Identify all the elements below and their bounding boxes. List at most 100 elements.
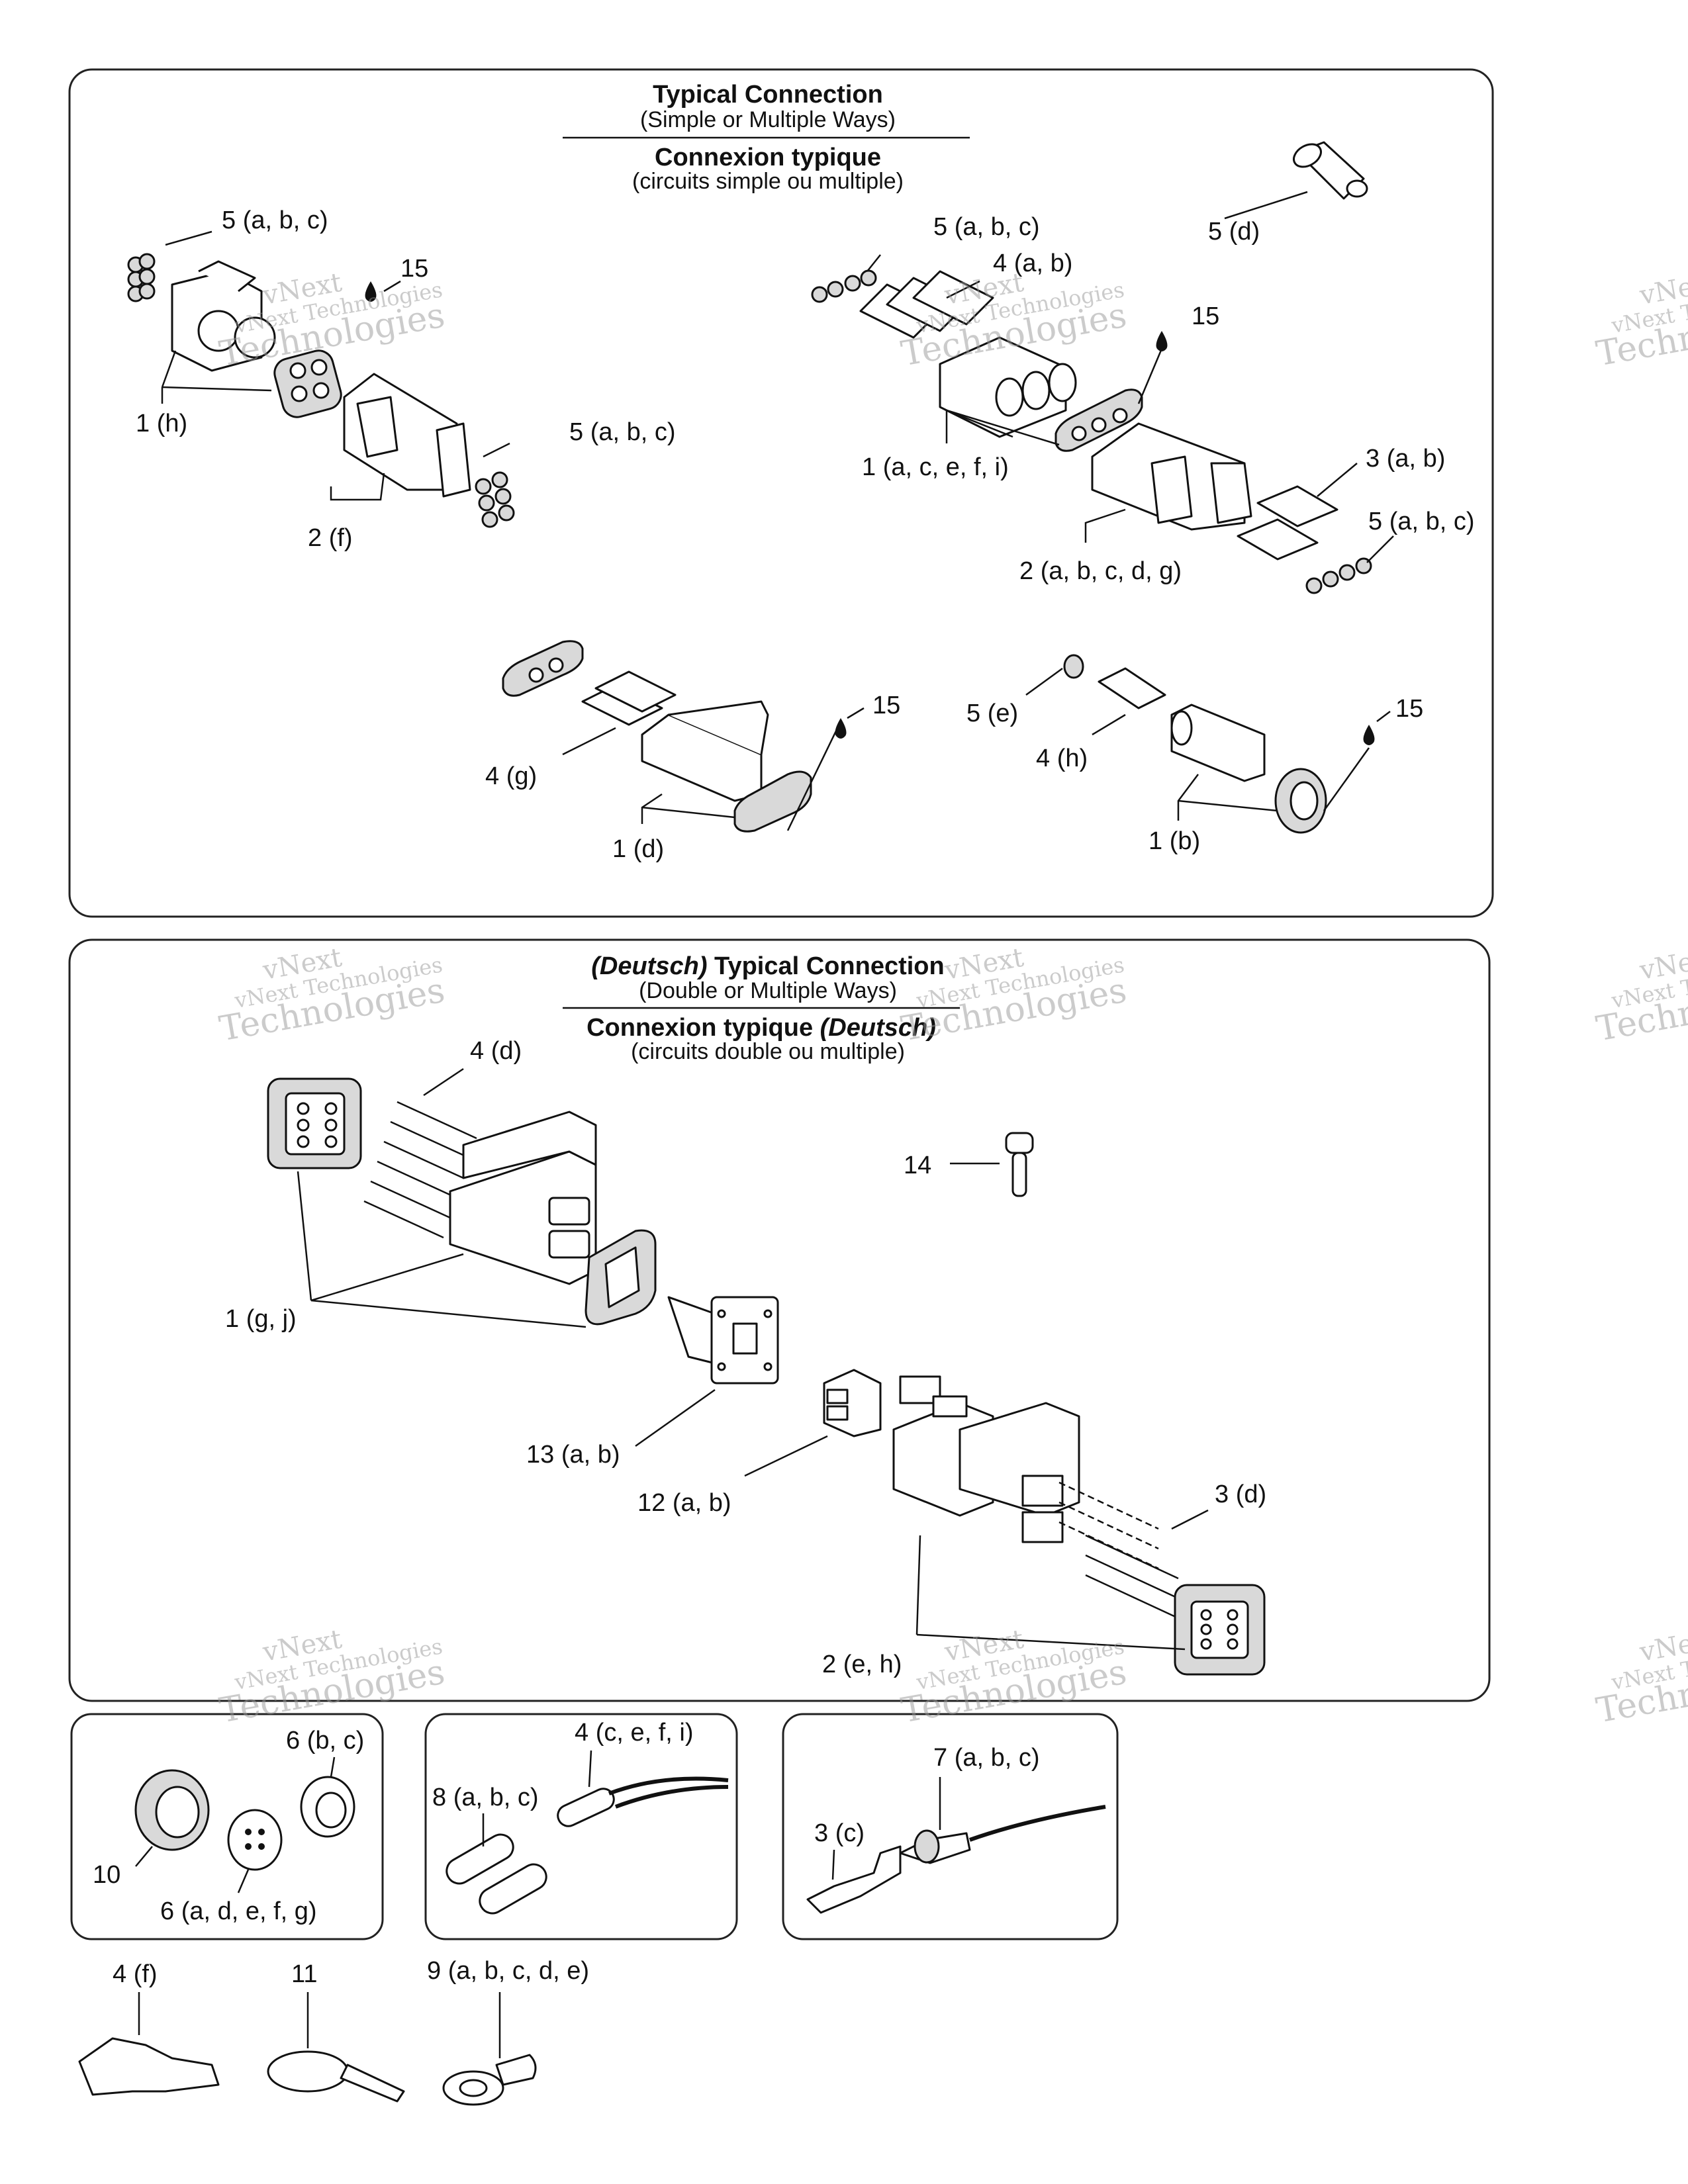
leader-line [831, 1849, 835, 1880]
seal-grommet-4g [502, 640, 584, 697]
connector-6bc [300, 1776, 355, 1838]
seal-cluster-top-left [127, 253, 156, 302]
wedge-lock-12ab [823, 1369, 882, 1437]
callout-label: 9 (a, b, c, d, e) [427, 1957, 589, 1985]
panel-4-8 [424, 1713, 738, 1940]
terminal-4cefi [557, 1776, 729, 1827]
callout-label: 5 (a, b, c) [222, 206, 328, 234]
leader-line [135, 1846, 153, 1867]
seal-grommet-1h [273, 349, 342, 418]
callout-label: 15 [1395, 695, 1423, 723]
terminal-4f [78, 2037, 220, 2096]
callout-label: 5 (e) [966, 700, 1018, 727]
leader-lines-panel-2 [297, 1068, 1209, 1651]
ring-terminal-9abcde [442, 2054, 537, 2106]
callout-label: 6 (a, d, e, f, g) [160, 1897, 317, 1925]
callout-label: 1 (d) [612, 835, 664, 863]
callout-label: 2 (a, b, c, d, g) [1019, 557, 1182, 585]
callout-label: 1 (h) [136, 410, 187, 437]
connector-housing-1d [641, 700, 769, 802]
deutsch-title: (Deutsch) Typical Connection [591, 952, 944, 980]
callout-label: 11 [291, 1960, 317, 1988]
callout-label: 5 (a, b, c) [569, 418, 676, 446]
typical-subtitle: (Simple or Multiple Ways) [640, 107, 896, 132]
callout-label: 3 (c) [814, 1819, 865, 1847]
typical-connection-panel [68, 68, 1494, 918]
leader-lines-panel-1 [161, 191, 1394, 831]
seal-grommet-1d [733, 770, 812, 833]
grease-drop-icon [835, 718, 847, 739]
callouts-panel-1: 5 (a, b, c) 15 1 (h) 5 (a, b, c) 2 (f) 5… [136, 206, 1475, 863]
pin-contacts-4d [363, 1101, 477, 1239]
callout-label: 2 (e, h) [822, 1651, 902, 1678]
callout-label: 4 (g) [485, 762, 537, 790]
cap-nut-10 [134, 1769, 210, 1851]
seal-grommet-1acefi [1055, 388, 1143, 452]
face-seal-1gj [585, 1229, 657, 1326]
socket-contacts-3d [1058, 1481, 1179, 1619]
typical-subtitle-fr: (circuits simple ou multiple) [632, 169, 904, 194]
callout-label: 13 (a, b) [526, 1441, 620, 1469]
terminals-4ab [859, 270, 994, 339]
callout-label: 4 (f) [113, 1960, 158, 1988]
callout-label: 1 (b) [1149, 827, 1200, 855]
cable-tie-11 [267, 2050, 405, 2103]
deutsch-subtitle: (Double or Multiple Ways) [639, 978, 897, 1003]
watermark: vNext vNext Technologies Technologies [898, 1624, 1129, 1731]
leader-line [588, 1750, 592, 1788]
callout-label: 3 (a, b) [1366, 445, 1445, 473]
rear-seal-2eh [1174, 1584, 1266, 1676]
grease-drop-icon [1363, 725, 1375, 745]
typical-connection-heading: Typical Connection (Simple or Multiple W… [563, 81, 970, 194]
sensor-7abc [899, 1805, 1106, 1864]
plug-housing-2eh [892, 1375, 1080, 1543]
callouts-panel-2: 4 (d) 14 1 (g, j) 13 (a, b) 12 (a, b) 3 … [225, 1037, 1266, 1678]
callout-label: 2 (f) [308, 524, 353, 552]
receptacle-housing-1gj [449, 1111, 597, 1285]
callout-label: 5 (d) [1208, 218, 1260, 246]
terminals-4g [581, 670, 677, 726]
callout-label: 5 (a, b, c) [1368, 508, 1475, 535]
callout-label: 5 (a, b, c) [933, 213, 1040, 241]
callout-label: 6 (b, c) [286, 1727, 364, 1754]
splice-sleeves-8abc [445, 1833, 547, 1915]
terminal-4h [1098, 667, 1166, 709]
terminal-3c [806, 1845, 902, 1914]
callout-label: 4 (c, e, f, i) [575, 1719, 693, 1747]
callout-label: 8 (a, b, c) [432, 1784, 539, 1811]
deutsch-subtitle-fr: (circuits double ou multiple) [631, 1039, 905, 1064]
typical-title-fr: Connexion typique [655, 144, 881, 171]
seal-cluster-top-right [811, 269, 877, 303]
panel-3c-7 [782, 1713, 1119, 1940]
callout-label: 4 (a, b) [993, 250, 1072, 277]
connector-6adefg [227, 1809, 283, 1871]
seal-cluster-right-2f [475, 471, 515, 528]
grease-drop-icon [365, 281, 377, 302]
callout-label: 4 (d) [470, 1037, 522, 1065]
leader-line [237, 1869, 250, 1893]
callout-label: 15 [400, 255, 428, 283]
deutsch-connection-heading: (Deutsch) Typical Connection (Double or … [563, 952, 960, 1064]
panel-6-10 [70, 1713, 384, 1940]
connector-housing-2f [343, 373, 471, 498]
typical-title: Typical Connection [653, 81, 883, 109]
watermark: vNext vNext Technologies Technologies [216, 1624, 447, 1731]
watermark: vNext vNext Technologies Technologies [1593, 942, 1688, 1050]
connector-housing-1acefi [939, 336, 1077, 438]
callout-label: 7 (a, b, c) [933, 1744, 1040, 1772]
watermark: vNext vNext Technologies Technologies [1593, 1624, 1688, 1731]
callout-label: 4 (h) [1036, 745, 1088, 772]
grease-drop-icon [1156, 331, 1168, 351]
watermark: vNext vNext Technologies Technologies [216, 942, 447, 1050]
rear-seal-1gj [267, 1077, 362, 1169]
seal-grommet-1b [1274, 768, 1327, 834]
connector-housing-1b [1170, 704, 1266, 782]
watermark: vNext vNext Technologies Technologies [1593, 267, 1688, 375]
callout-label: 12 (a, b) [637, 1489, 731, 1517]
callout-label: 15 [1192, 302, 1219, 330]
callout-label: 1 (a, c, e, f, i) [862, 453, 1009, 481]
seal-5e [1063, 654, 1084, 679]
connector-housing-2abcdg [1091, 422, 1252, 531]
callout-label: 3 (d) [1215, 1480, 1266, 1508]
